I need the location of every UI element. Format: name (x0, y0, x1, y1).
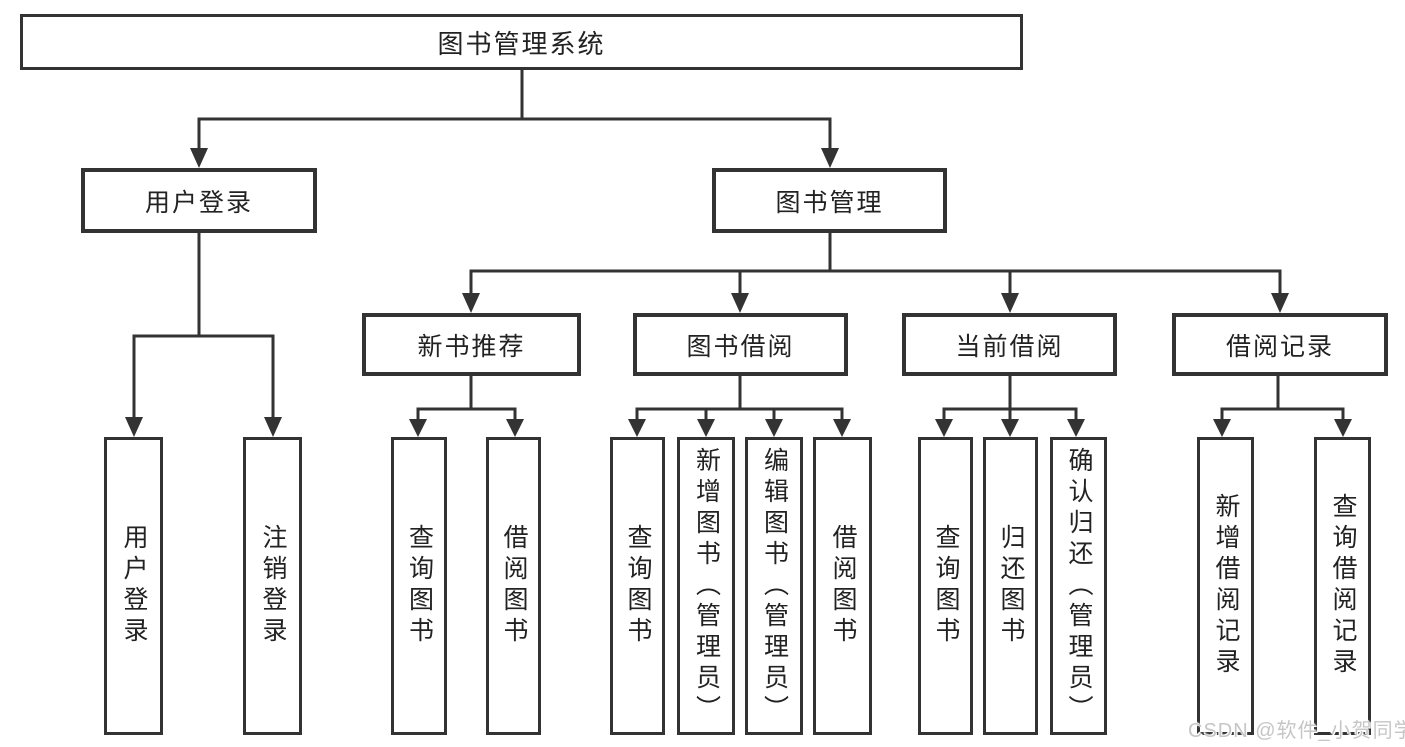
connector-book-borrow-children (628, 374, 851, 437)
node-user-login: 用户登录 (81, 168, 317, 233)
leaf-logout: 注销登录 (243, 437, 302, 735)
leaf-cb-query-book-label: 查询图书 (932, 524, 960, 648)
leaf-br-query-record-label: 查询借阅记录 (1329, 493, 1357, 679)
leaf-br-add-record-label: 新增借阅记录 (1212, 493, 1240, 679)
connector-user-login-children (125, 231, 282, 437)
leaf-cb-confirm-return-label: 确认归还（管理员） (1065, 446, 1093, 726)
leaf-bb-edit-book-label: 编辑图书（管理员） (760, 446, 789, 726)
leaf-nb-borrow-book-label: 借阅图书 (500, 524, 528, 648)
node-borrow-record-label: 借阅记录 (1225, 332, 1334, 361)
leaf-bb-add-book-label: 新增图书（管理员） (692, 446, 721, 726)
node-book-borrow: 图书借阅 (633, 313, 848, 376)
connector-borrow-record-children (1213, 374, 1352, 437)
leaf-br-query-record: 查询借阅记录 (1314, 437, 1371, 735)
connector-current-borrow-children (935, 374, 1085, 437)
node-book-mgmt-label: 图书管理 (775, 188, 884, 217)
node-borrow-record: 借阅记录 (1172, 313, 1388, 376)
csdn-watermark: CSDN @软件_小贺同学 (1188, 720, 1405, 742)
connector-new-book-children (409, 374, 524, 437)
node-user-login-label: 用户登录 (144, 188, 253, 217)
node-book-mgmt: 图书管理 (712, 168, 947, 233)
leaf-nb-borrow-book: 借阅图书 (486, 437, 541, 735)
node-current-borrow: 当前借阅 (902, 313, 1117, 376)
leaf-cb-return-book-label: 归还图书 (997, 524, 1025, 648)
node-root-label: 图书管理系统 (437, 28, 606, 59)
connector-root-to-level2 (190, 68, 839, 168)
leaf-cb-confirm-return: 确认归还（管理员） (1050, 437, 1107, 735)
node-new-book-rec-label: 新书推荐 (417, 332, 526, 361)
leaf-logout-label: 注销登录 (259, 524, 287, 648)
leaf-bb-query-book: 查询图书 (610, 437, 665, 735)
leaf-user-login: 用户登录 (104, 437, 163, 735)
node-new-book-rec: 新书推荐 (362, 313, 581, 376)
leaf-cb-query-book: 查询图书 (918, 437, 973, 735)
leaf-bb-borrow-book-label: 借阅图书 (829, 524, 857, 648)
leaf-br-add-record: 新增借阅记录 (1197, 437, 1254, 735)
connector-book-mgmt-to-level3 (462, 231, 1289, 313)
node-book-borrow-label: 图书借阅 (686, 332, 795, 361)
leaf-bb-query-book-label: 查询图书 (624, 524, 652, 648)
node-current-borrow-label: 当前借阅 (955, 332, 1064, 361)
leaf-bb-edit-book: 编辑图书（管理员） (745, 437, 803, 735)
leaf-nb-query-book: 查询图书 (391, 437, 447, 735)
node-root: 图书管理系统 (20, 14, 1023, 70)
leaf-cb-return-book: 归还图书 (983, 437, 1038, 735)
leaf-nb-query-book-label: 查询图书 (405, 524, 434, 648)
leaf-bb-add-book: 新增图书（管理员） (677, 437, 735, 735)
leaf-user-login-label: 用户登录 (120, 524, 148, 648)
leaf-bb-borrow-book: 借阅图书 (813, 437, 872, 735)
